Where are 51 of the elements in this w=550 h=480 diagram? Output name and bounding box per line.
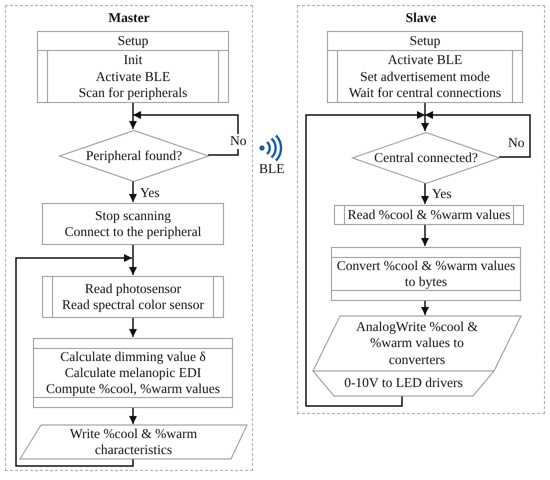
- arrow: [129, 181, 137, 202]
- box-text: AnalogWrite %cool & %warm values to converters: [355, 319, 479, 368]
- arrow: [129, 407, 137, 424]
- section-header: Setup: [38, 32, 228, 52]
- io-parallelogram: [20, 425, 247, 459]
- box-text: Calculate dimming value δ: [59, 348, 207, 365]
- wireless-label: BLE: [258, 162, 286, 177]
- subroutine-box: [334, 205, 524, 225]
- arrow: [421, 300, 429, 315]
- arrow: [421, 224, 429, 246]
- setup-box: [37, 31, 229, 103]
- box-text: Read %cool & %warm values: [346, 206, 512, 224]
- subroutine-box: [42, 276, 224, 318]
- box-text: Set advertisement mode: [359, 68, 491, 85]
- box-text: Stop scanning: [94, 208, 172, 224]
- box-text: Write %cool & %warm characteristics: [68, 426, 198, 458]
- section-header: Setup: [328, 32, 522, 52]
- decision-diamond: [352, 132, 500, 184]
- swimlane-panel: [297, 5, 545, 414]
- box-text: Convert %cool & %warm values to bytes: [336, 258, 516, 290]
- box-text: Activate BLE: [94, 68, 172, 85]
- arrow: [305, 111, 425, 407]
- decision-diamond: [59, 130, 209, 182]
- box-text: Read spectral color sensor: [60, 297, 206, 314]
- arrow: [425, 111, 531, 158]
- box-text: Scan for peripherals: [78, 84, 188, 101]
- arrow: [129, 317, 137, 337]
- process-box: [33, 338, 233, 408]
- box-text: Wait for central connections: [348, 84, 502, 101]
- arrow: [129, 244, 137, 275]
- box-text: Init: [122, 52, 144, 68]
- setup-box: [327, 31, 523, 103]
- process-box: [42, 203, 224, 245]
- box-text: Peripheral found?: [86, 148, 182, 164]
- arrow: [133, 111, 239, 156]
- arrow: [421, 102, 429, 131]
- box-text: Read photosensor: [84, 280, 182, 297]
- swimlane-panel: [5, 5, 253, 471]
- panel-title: Master: [108, 10, 150, 26]
- box-text: Calculate melanopic EDI: [64, 364, 202, 382]
- process-box: [331, 247, 521, 301]
- box-text: Compute %cool, %warm values: [45, 381, 221, 398]
- arrow: [129, 102, 137, 129]
- edge-label: No: [229, 134, 248, 149]
- box-text: Central connected?: [374, 150, 478, 166]
- arrow: [421, 183, 429, 204]
- box-text: Connect to the peripheral: [64, 224, 202, 240]
- box-text: 0-10V to LED drivers: [343, 375, 464, 392]
- panel-title: Slave: [406, 10, 436, 26]
- arrow: [15, 254, 134, 467]
- box-text: Activate BLE: [386, 52, 464, 68]
